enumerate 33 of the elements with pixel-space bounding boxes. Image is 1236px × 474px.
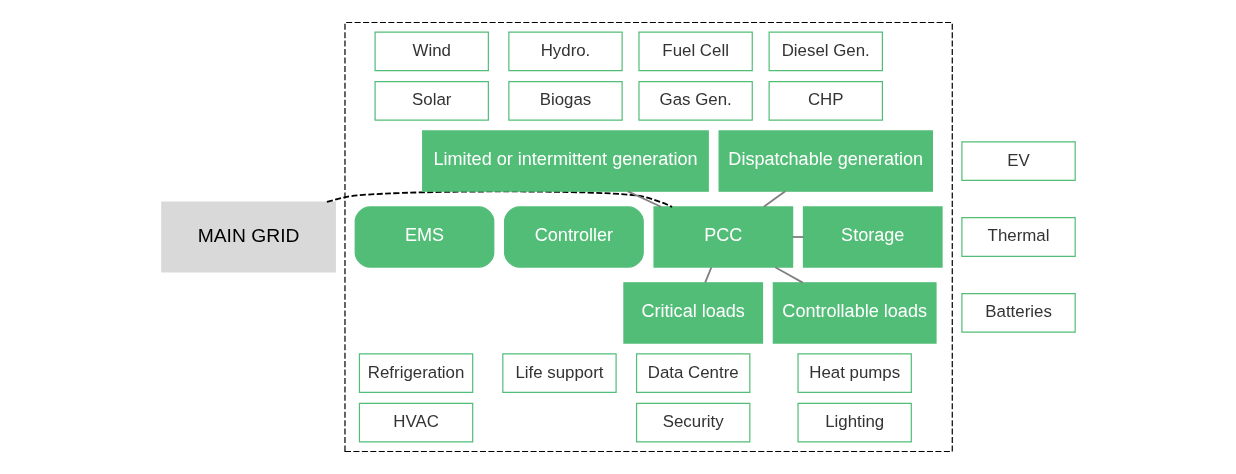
cluster: [343, 21, 953, 453]
node-box: Lighting: [796, 402, 912, 443]
connector: [762, 190, 786, 208]
node-box: MAIN GRID: [160, 201, 336, 273]
node-box: Hydro.: [507, 31, 623, 72]
node-box: Heat pumps: [796, 353, 912, 394]
connector: [791, 236, 804, 238]
node-box: EV: [960, 141, 1076, 181]
node-box: CHP: [768, 80, 883, 121]
node-box: HVAC: [358, 402, 473, 443]
node-box: Life support: [501, 353, 617, 394]
node-box: Security: [635, 402, 750, 443]
node-box: Thermal: [960, 217, 1076, 257]
node-box: Limited or intermittent generation: [421, 130, 709, 192]
node-box: Dispatchable generation: [718, 130, 933, 192]
node-box: Refrigeration: [358, 353, 473, 394]
connector: [773, 266, 804, 284]
connector: [703, 266, 712, 284]
node-box: Gas Gen.: [637, 80, 753, 121]
node-box: Critical loads: [622, 282, 763, 344]
node-box: Solar: [374, 80, 489, 121]
node-box: EMS: [354, 206, 494, 268]
connector: [626, 190, 662, 208]
node-box: Storage: [802, 206, 943, 268]
node-box: Batteries: [960, 293, 1076, 333]
node-box: PCC: [652, 206, 793, 268]
node-box: Wind: [374, 31, 489, 72]
node-box: Biogas: [507, 80, 623, 121]
node-box: Controllable loads: [772, 282, 937, 344]
node-box: Data Centre: [635, 353, 750, 394]
node-box: Controller: [503, 206, 644, 268]
node-box: Fuel Cell: [637, 31, 753, 72]
node-box: Diesel Gen.: [768, 31, 883, 72]
